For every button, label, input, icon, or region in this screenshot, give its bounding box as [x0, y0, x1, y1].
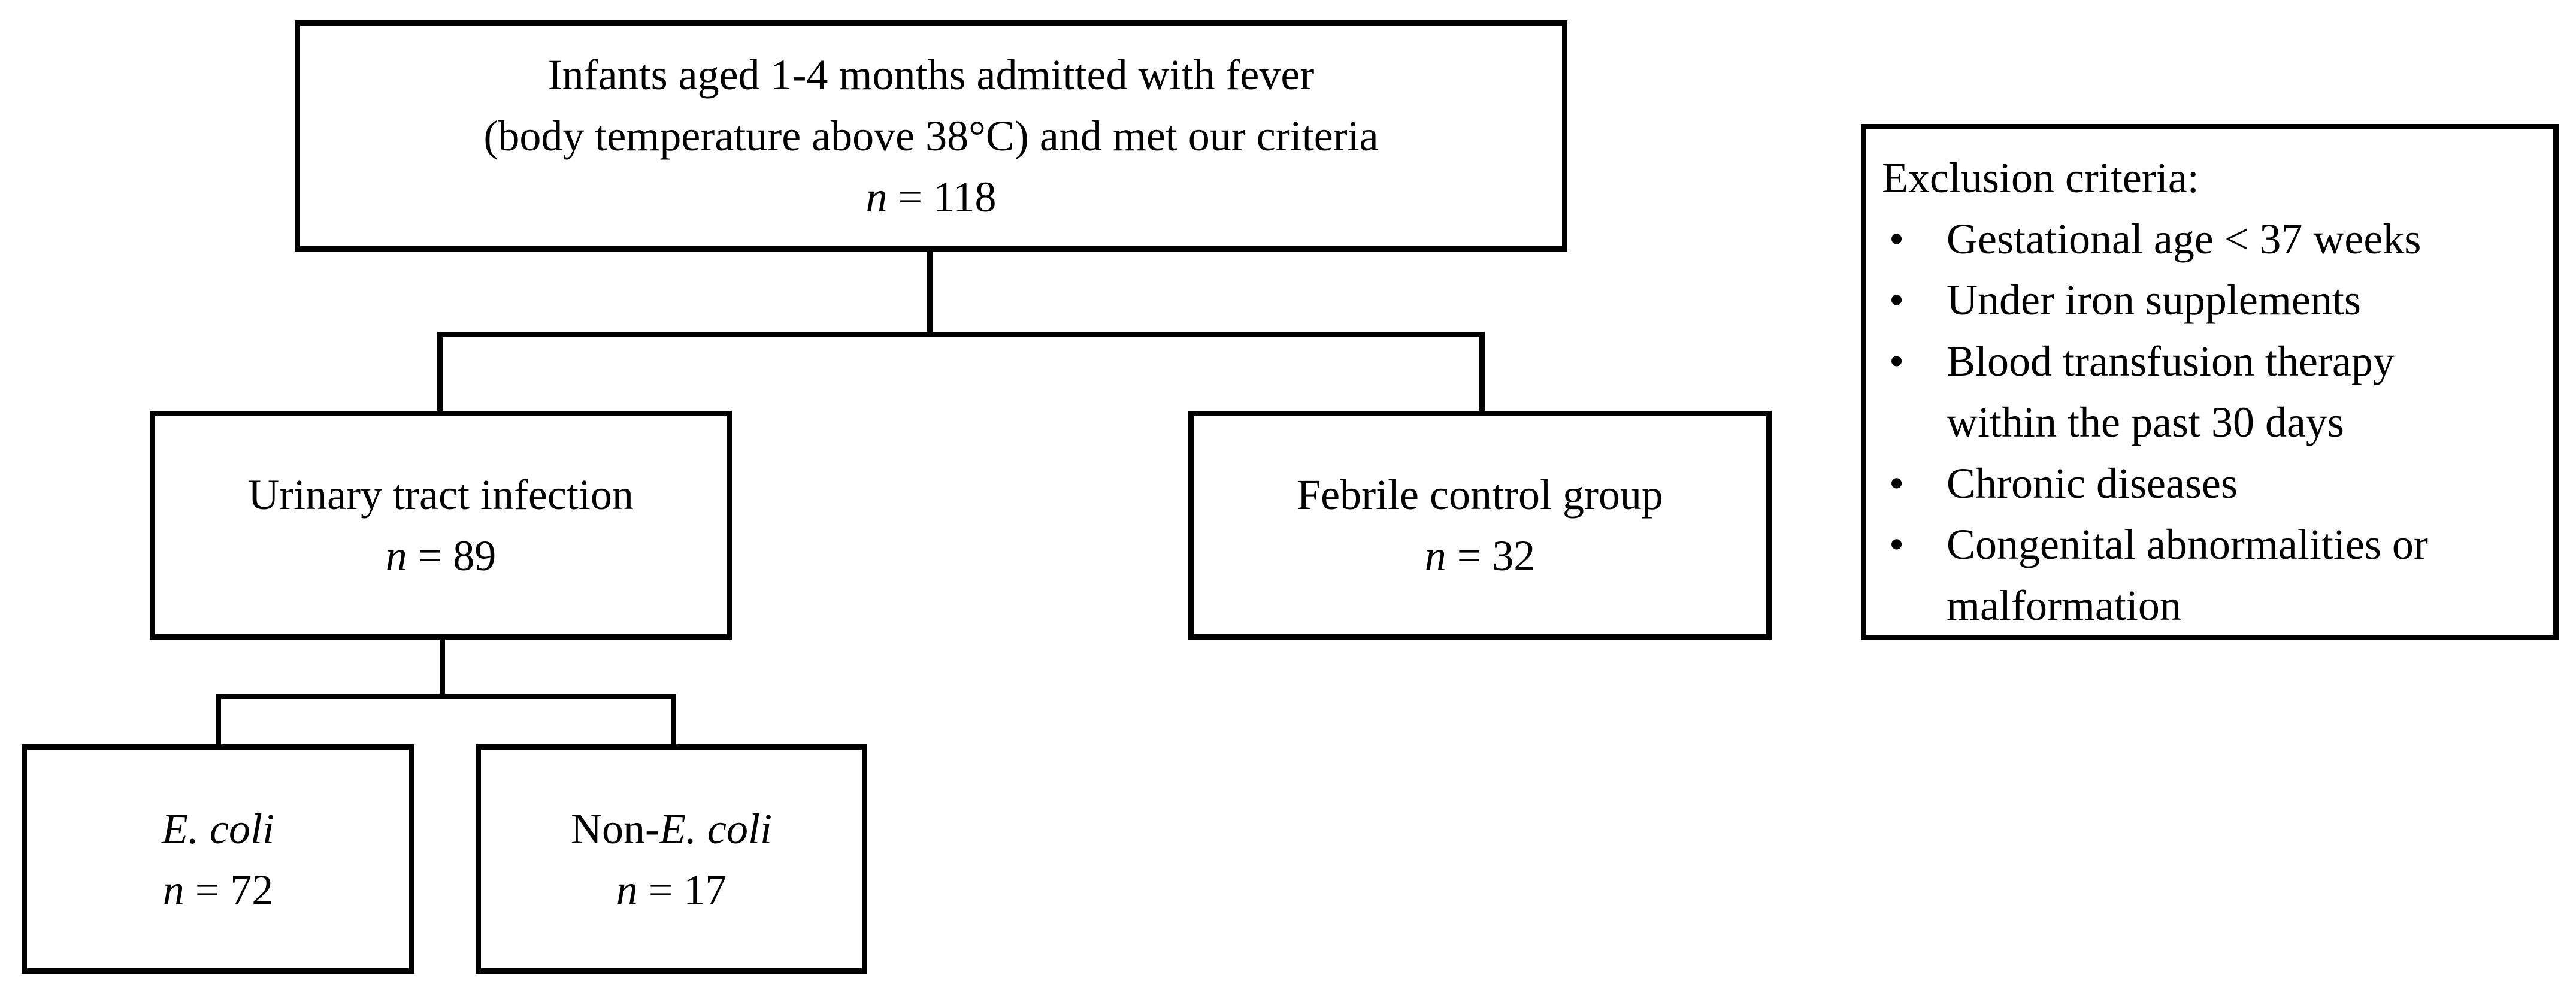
exclusion-item-text: Gestational age < 37 weeks [1947, 215, 2421, 263]
uti-label: Urinary tract infection [248, 471, 634, 519]
ecoli-count: n = 72 [163, 859, 274, 921]
connector-branch-horizontal [437, 332, 1485, 337]
exclusion-item-text: Congenital abnormalities or [1947, 520, 2428, 568]
exclusion-item-text: malformation [1947, 582, 2181, 629]
connector-to-ecoli [216, 694, 221, 747]
uti-n-value: = 89 [407, 532, 497, 580]
ecoli-label: E. coli [162, 804, 274, 853]
exclusion-item: • Congenital abnormalities or malformation [1882, 514, 2428, 636]
exclusion-title: Exclusion criteria: [1882, 154, 2199, 202]
control-count: n = 32 [1425, 525, 1536, 586]
exclusion-item: • Blood transfusion therapy within the pas… [1882, 331, 2428, 453]
uti-n-symbol: n [385, 532, 407, 580]
ecoli-box: E. coli n = 72 [22, 744, 414, 974]
non-ecoli-prefix: Non- [571, 804, 660, 853]
bullet-icon: • [1889, 459, 1905, 507]
bullet-icon: • [1889, 276, 1905, 324]
uti-box: Urinary tract infection n = 89 [150, 411, 732, 640]
connector-to-uti [437, 332, 443, 413]
uti-count: n = 89 [386, 525, 497, 586]
exclusion-item-text: Chronic diseases [1947, 459, 2238, 507]
ecoli-n-symbol: n [162, 865, 184, 914]
connector-root-down [927, 247, 933, 337]
exclusion-item-text: within the past 30 days [1947, 398, 2344, 446]
non-ecoli-n-symbol: n [616, 865, 638, 914]
exclusion-list: • Gestational age < 37 weeks • Under iron s… [1882, 208, 2428, 636]
control-n-symbol: n [1424, 532, 1446, 580]
connector-to-control [1479, 332, 1485, 413]
connector-to-non-ecoli [671, 694, 676, 747]
exclusion-item: • Gestational age < 37 weeks [1882, 208, 2428, 270]
non-ecoli-box: Non-E. coli n = 17 [476, 744, 867, 974]
root-line-2: (body temperature above 38°C) and met ou… [483, 112, 1379, 160]
bullet-icon: • [1889, 215, 1905, 263]
control-n-value: = 32 [1446, 532, 1536, 580]
control-label: Febrile control group [1297, 471, 1663, 519]
non-ecoli-count: n = 17 [616, 859, 727, 921]
control-box: Febrile control group n = 32 [1188, 411, 1772, 640]
exclusion-item-text: Under iron supplements [1947, 276, 2361, 324]
connector-uti-branch-horizontal [216, 694, 676, 699]
root-n-symbol: n [865, 173, 888, 221]
root-count: n = 118 [866, 166, 997, 228]
non-ecoli-n-value: = 17 [637, 865, 727, 914]
exclusion-item: • Chronic diseases [1882, 453, 2428, 514]
non-ecoli-italic: E. coli [659, 804, 772, 853]
bullet-icon: • [1889, 520, 1905, 568]
exclusion-item: • Under iron supplements [1882, 270, 2428, 331]
non-ecoli-label: Non-E. coli [571, 798, 772, 859]
root-n-value: = 118 [887, 173, 997, 221]
exclusion-criteria-box: Exclusion criteria: • Gestational age < 3… [1861, 124, 2559, 640]
bullet-icon: • [1889, 337, 1905, 385]
exclusion-item-text: Blood transfusion therapy [1947, 337, 2395, 385]
root-box: Infants aged 1-4 months admitted with fe… [295, 20, 1567, 252]
connector-uti-down [440, 636, 445, 699]
root-line-1: Infants aged 1-4 months admitted with fe… [547, 51, 1315, 99]
ecoli-n-value: = 72 [184, 865, 274, 914]
